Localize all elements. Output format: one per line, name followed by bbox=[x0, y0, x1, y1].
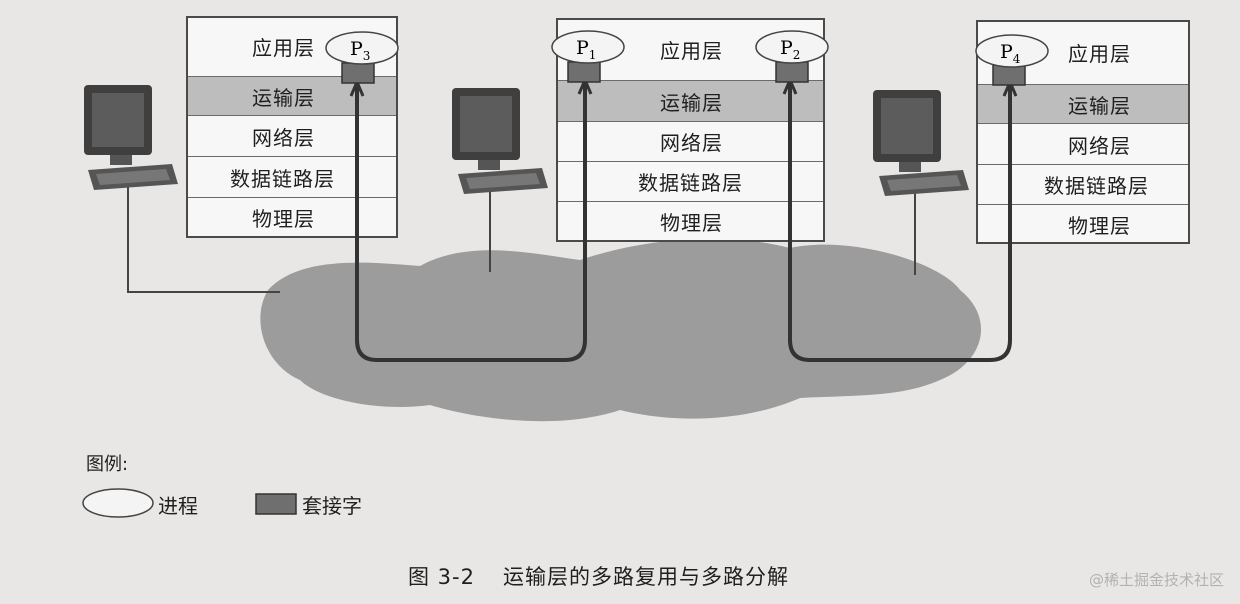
connection-p3-p1 bbox=[355, 80, 587, 362]
legend-title: 图例: bbox=[86, 454, 129, 475]
process-letter: P bbox=[576, 37, 589, 59]
socket-p3 bbox=[341, 62, 375, 84]
process-letter: P bbox=[1000, 41, 1013, 63]
layer-label: 网络层 bbox=[252, 125, 315, 150]
layer-label: 网络层 bbox=[1068, 133, 1131, 158]
host-2-datalink-layer: 数据链路层 bbox=[558, 161, 823, 201]
host1-wire bbox=[127, 185, 280, 293]
process-subscript: 4 bbox=[1013, 52, 1021, 66]
process-p1: P1 bbox=[551, 30, 625, 64]
figure-caption: 图 3-2 运输层的多路复用与多路分解 bbox=[408, 561, 789, 591]
layer-label: 物理层 bbox=[1068, 213, 1131, 238]
watermark: @稀土掘金技术社区 bbox=[1088, 571, 1224, 589]
host-2-application-layer: 应用层 bbox=[558, 20, 823, 78]
computer-2-icon bbox=[452, 88, 548, 194]
socket-p4 bbox=[992, 64, 1026, 86]
host-1-physical-layer: 物理层 bbox=[188, 197, 396, 237]
host-3-application-layer: 应用层 bbox=[978, 22, 1188, 82]
legend-process-icon bbox=[82, 488, 154, 518]
layer-label: 应用层 bbox=[660, 38, 723, 63]
layer-label: 运输层 bbox=[1068, 93, 1131, 118]
layer-label: 物理层 bbox=[252, 207, 315, 231]
process-subscript: 3 bbox=[363, 49, 371, 63]
network-cloud bbox=[260, 238, 982, 422]
svg-text:P1: P1 bbox=[576, 37, 596, 62]
connection-p2-p4 bbox=[788, 80, 1012, 362]
host-1-network-layer: 网络层 bbox=[188, 115, 396, 156]
legend-process-label: 进程 bbox=[158, 494, 198, 518]
socket-p2 bbox=[775, 61, 809, 83]
host-1-protocol-stack: 应用层 运输层 网络层 数据链路层 物理层 bbox=[186, 16, 398, 238]
svg-text:P3: P3 bbox=[350, 38, 370, 63]
host-2-transport-layer: 运输层 bbox=[558, 80, 823, 121]
svg-text:P2: P2 bbox=[780, 37, 800, 62]
host-2-network-layer: 网络层 bbox=[558, 121, 823, 161]
computer-1-icon bbox=[84, 85, 178, 190]
layer-label: 数据链路层 bbox=[638, 171, 743, 195]
process-p3: P3 bbox=[325, 31, 399, 65]
svg-text:P4: P4 bbox=[1000, 41, 1021, 66]
legend-socket-icon bbox=[255, 493, 297, 515]
host-1-datalink-layer: 数据链路层 bbox=[188, 156, 396, 197]
layer-label: 数据链路层 bbox=[230, 166, 335, 191]
layer-label: 数据链路层 bbox=[1044, 174, 1149, 198]
layer-label: 运输层 bbox=[660, 90, 723, 115]
layer-label: 物理层 bbox=[660, 211, 723, 235]
layer-label: 网络层 bbox=[660, 131, 723, 155]
computer-3-icon bbox=[873, 90, 969, 196]
legend-socket-label: 套接字 bbox=[302, 494, 362, 518]
socket-p1 bbox=[567, 61, 601, 83]
figure-title: 运输层的多路复用与多路分解 bbox=[502, 565, 789, 589]
layer-label: 运输层 bbox=[252, 85, 315, 110]
host-1-application-layer: 应用层 bbox=[188, 18, 396, 74]
host-3-network-layer: 网络层 bbox=[978, 123, 1188, 164]
host-2-physical-layer: 物理层 bbox=[558, 201, 823, 241]
process-letter: P bbox=[350, 38, 363, 60]
host-3-physical-layer: 物理层 bbox=[978, 204, 1188, 243]
process-p4: P4 bbox=[975, 34, 1049, 68]
process-subscript: 1 bbox=[589, 48, 597, 62]
process-p2: P2 bbox=[755, 30, 829, 64]
layer-label: 应用层 bbox=[1068, 41, 1131, 66]
host-3-datalink-layer: 数据链路层 bbox=[978, 164, 1188, 204]
figure-number: 图 3-2 bbox=[408, 565, 475, 589]
layer-label: 应用层 bbox=[252, 35, 315, 60]
process-letter: P bbox=[780, 37, 793, 59]
process-subscript: 2 bbox=[793, 48, 801, 62]
